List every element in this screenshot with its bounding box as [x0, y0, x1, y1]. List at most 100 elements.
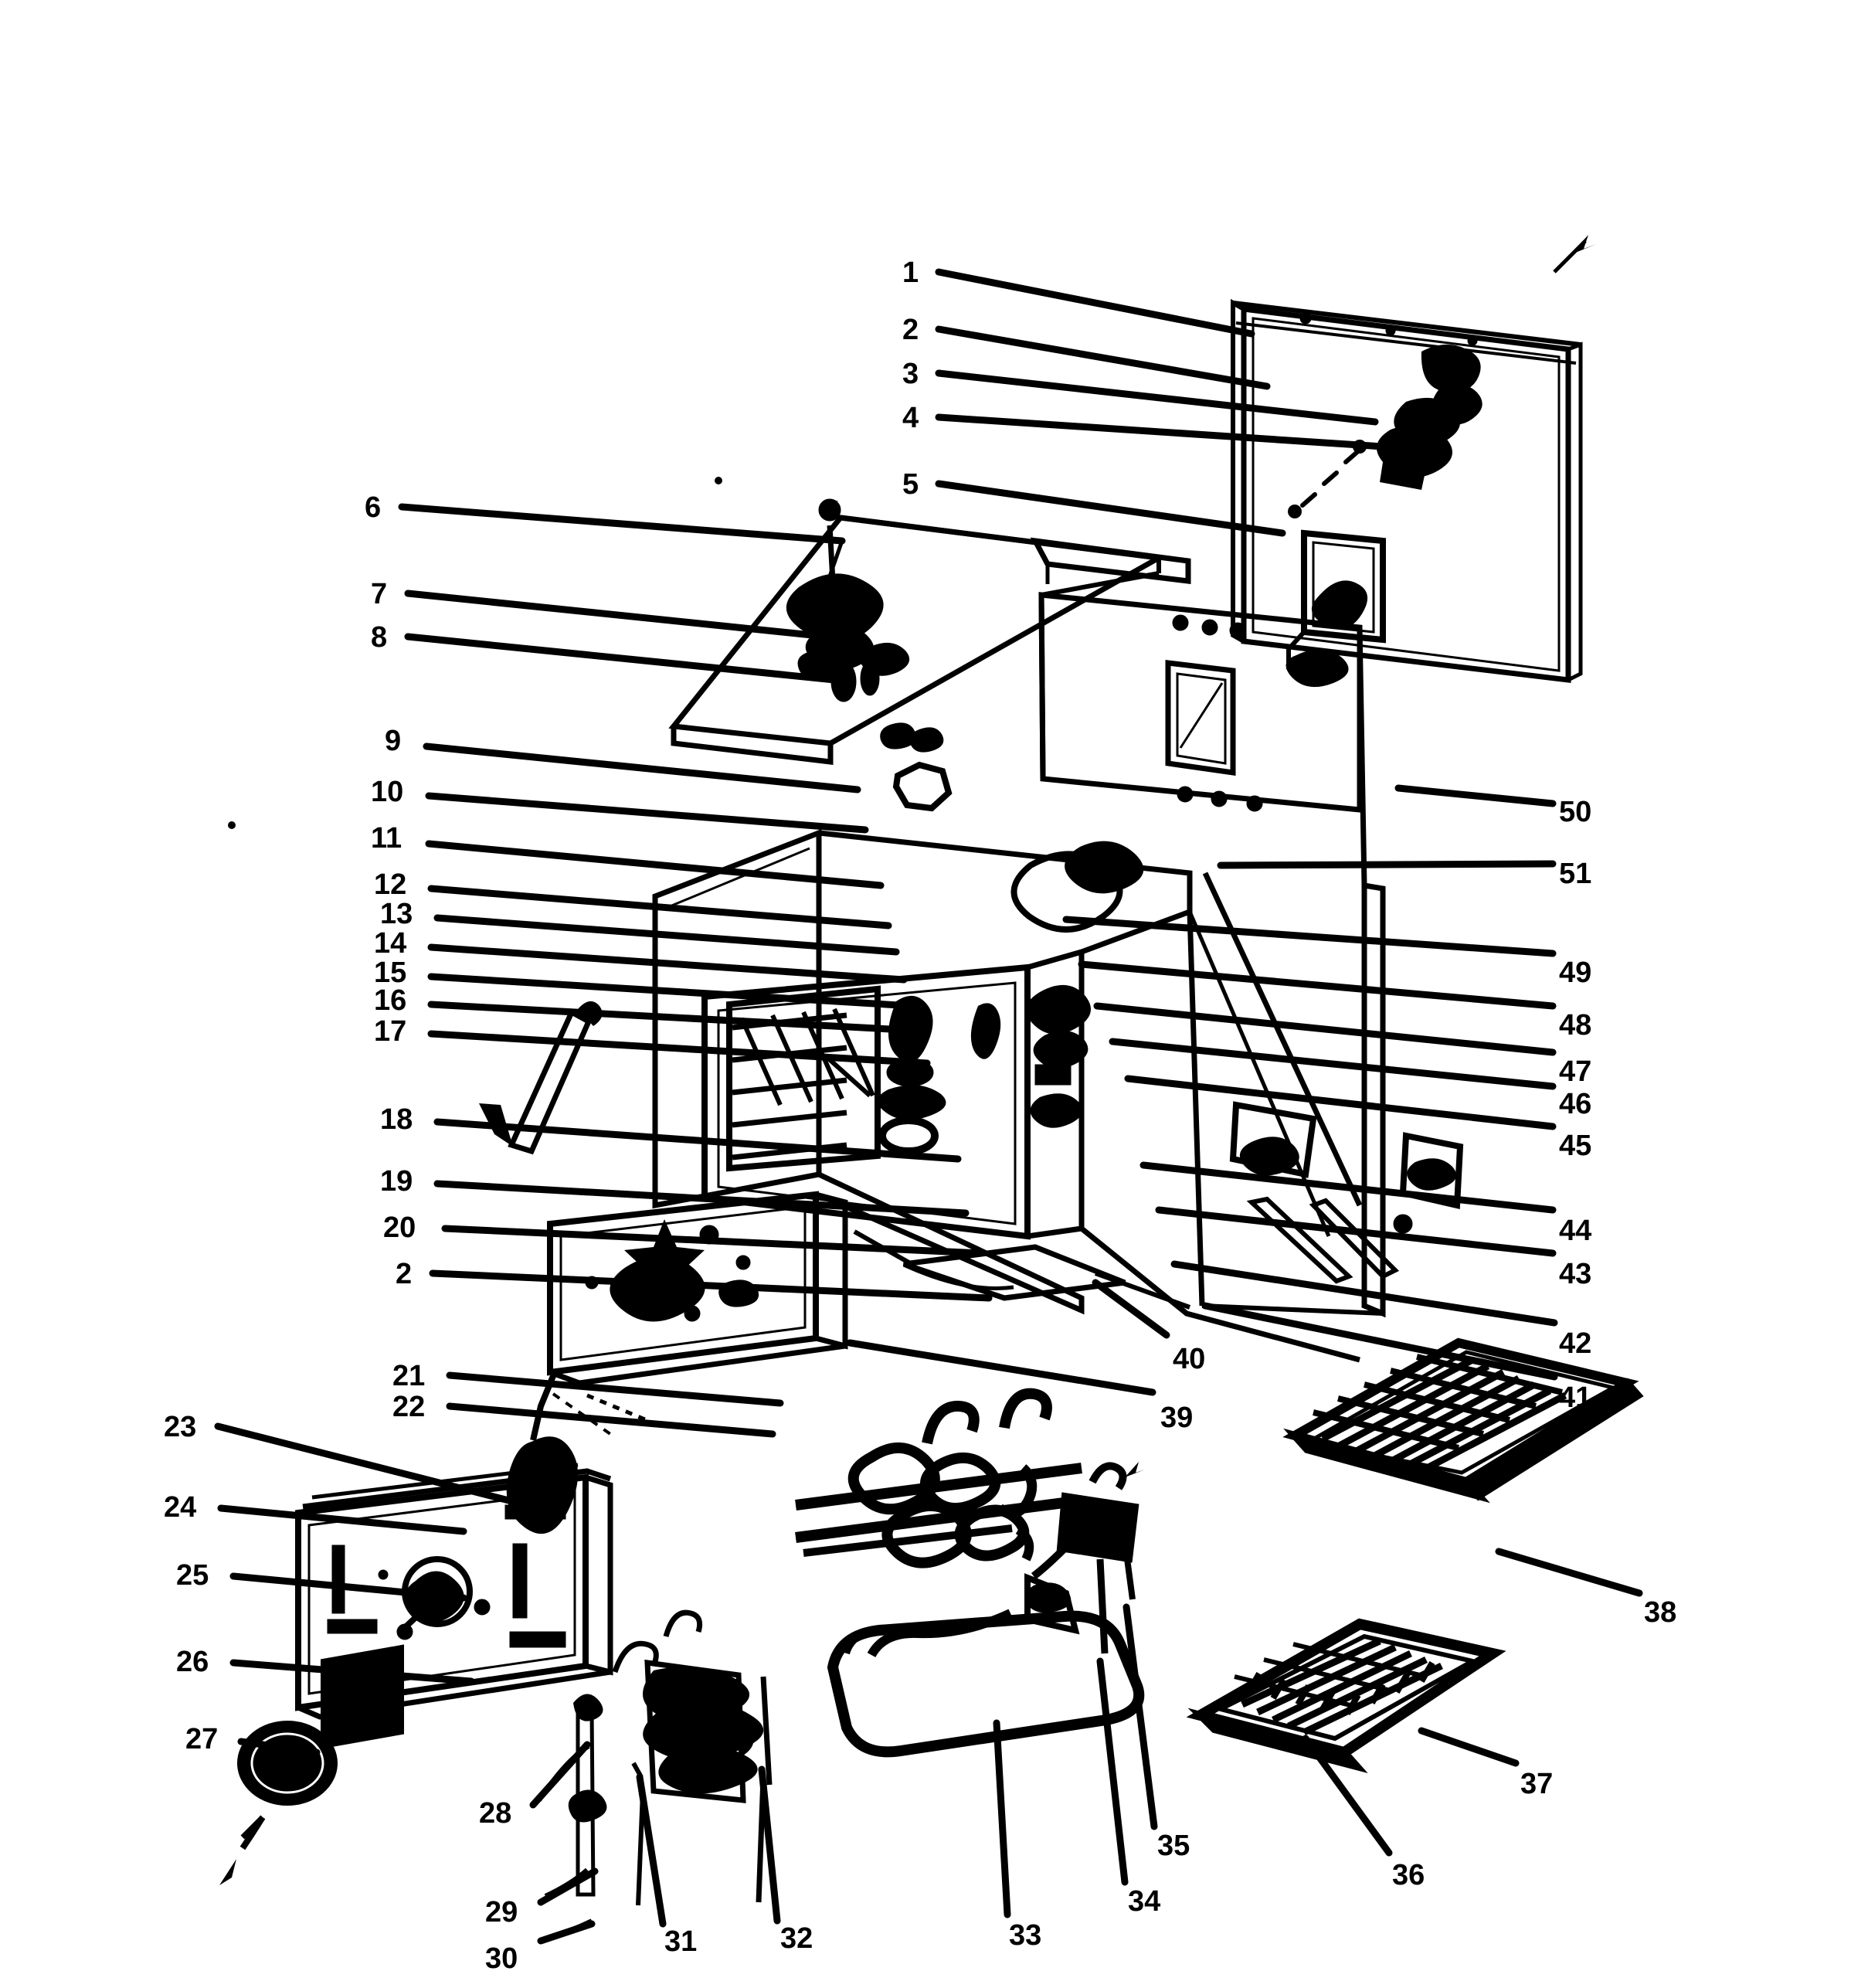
leader-line-51: [1217, 860, 1557, 869]
leader-line-48: [1078, 960, 1557, 1010]
callout-number-51: 51: [1559, 858, 1592, 890]
callout-number-6: 6: [365, 491, 382, 524]
callout-number-24: 24: [164, 1491, 197, 1524]
callout-number-20: 20: [383, 1211, 416, 1244]
leader-line-31: [636, 1773, 667, 1928]
leader-line-18: [433, 1118, 962, 1163]
callout-number-5: 5: [902, 468, 919, 501]
leader-line-33: [993, 1719, 1011, 1918]
leader-line-20: [441, 1225, 985, 1257]
callout-number-18: 18: [380, 1103, 413, 1136]
callout-number-50: 50: [1559, 796, 1592, 828]
drip-pan-group: [827, 1610, 1145, 1758]
leader-line-32: [758, 1765, 781, 1925]
callout-number-2: 2: [396, 1258, 413, 1290]
callout-number-23: 23: [164, 1411, 197, 1443]
leader-line-19: [433, 1180, 970, 1217]
leader-line-23: [214, 1422, 537, 1511]
leader-line-28: [529, 1741, 591, 1809]
leader-line-29: [537, 1867, 599, 1906]
callout-number-11: 11: [371, 822, 402, 855]
oven-body-group: [652, 627, 1464, 1363]
callout-number-32: 32: [780, 1922, 813, 1955]
callout-number-26: 26: [176, 1646, 209, 1678]
callout-number-8: 8: [371, 621, 388, 654]
leader-line-2: [935, 325, 1271, 390]
burner-manifold-group: [795, 1388, 1145, 1658]
callout-number-22: 22: [392, 1391, 426, 1423]
leader-line-46: [1109, 1038, 1557, 1090]
leader-line-49: [1062, 916, 1557, 957]
leader-line-14: [427, 943, 908, 984]
leader-line-35: [1122, 1603, 1158, 1830]
leader-line-13: [433, 914, 900, 956]
leader-line-5: [935, 480, 1286, 537]
leader-line-10: [425, 792, 869, 834]
leader-line-50: [1394, 784, 1557, 807]
leader-line-6: [398, 503, 846, 545]
leader-line-2: [429, 1269, 993, 1302]
leader-line-3: [935, 369, 1379, 426]
leader-line-16: [427, 1001, 923, 1035]
callout-number-37: 37: [1520, 1768, 1554, 1800]
leader-line-9: [423, 743, 861, 794]
callout-number-9: 9: [385, 725, 402, 757]
callout-number-38: 38: [1644, 1596, 1677, 1629]
cooktop-panel-group: [668, 498, 1363, 813]
leader-line-37: [1418, 1727, 1520, 1767]
leader-line-41: [1201, 1302, 1558, 1381]
callout-number-17: 17: [374, 1015, 407, 1048]
callout-number-1: 1: [902, 257, 919, 289]
callout-number-48: 48: [1559, 1009, 1592, 1042]
callout-number-34: 34: [1128, 1885, 1161, 1918]
leader-line-42: [1170, 1260, 1558, 1327]
callout-number-2: 2: [902, 314, 919, 346]
callout-number-31: 31: [664, 1925, 698, 1958]
leader-line-22: [446, 1402, 776, 1438]
callout-number-19: 19: [380, 1165, 413, 1198]
callout-number-40: 40: [1173, 1343, 1206, 1375]
callout-number-15: 15: [374, 957, 407, 989]
control-panel-group: [219, 1463, 613, 1890]
leader-line-7: [404, 590, 846, 642]
callout-number-28: 28: [479, 1797, 512, 1830]
leader-line-4: [935, 413, 1410, 452]
leader-line-44: [1139, 1161, 1557, 1214]
callout-number-27: 27: [185, 1723, 219, 1755]
leader-line-27: [237, 1738, 321, 1756]
callout-number-12: 12: [374, 868, 407, 901]
leader-line-21: [446, 1371, 784, 1407]
leader-line-24: [217, 1504, 467, 1535]
leader-line-36: [1302, 1735, 1393, 1857]
callout-number-14: 14: [374, 927, 407, 960]
leader-line-40: [1092, 1279, 1170, 1339]
callout-number-47: 47: [1559, 1055, 1592, 1088]
callout-number-33: 33: [1009, 1919, 1042, 1952]
leader-line-11: [425, 840, 885, 889]
callout-number-41: 41: [1559, 1381, 1592, 1414]
callout-number-39: 39: [1160, 1402, 1194, 1434]
callout-number-21: 21: [392, 1360, 426, 1392]
leader-line-8: [404, 633, 854, 685]
callout-number-30: 30: [485, 1942, 518, 1975]
callout-number-10: 10: [371, 776, 404, 808]
leader-line-45: [1124, 1075, 1557, 1130]
callout-number-13: 13: [380, 898, 413, 930]
broiler-grid-group: [1186, 1618, 1506, 1773]
leader-line-30: [537, 1920, 596, 1945]
callout-number-25: 25: [176, 1559, 209, 1592]
leader-line-39: [846, 1339, 1156, 1396]
callout-number-36: 36: [1392, 1859, 1425, 1891]
oven-rack-group: [1282, 1337, 1644, 1504]
leader-line-43: [1155, 1206, 1557, 1257]
callout-number-7: 7: [371, 578, 388, 610]
callout-number-16: 16: [374, 984, 407, 1017]
callout-leaders: [214, 268, 1643, 1945]
back-panel-group: [1231, 235, 1596, 688]
callout-number-29: 29: [485, 1896, 518, 1929]
callout-number-44: 44: [1559, 1215, 1592, 1247]
stray-marks: [228, 477, 837, 829]
callout-number-35: 35: [1157, 1830, 1190, 1862]
